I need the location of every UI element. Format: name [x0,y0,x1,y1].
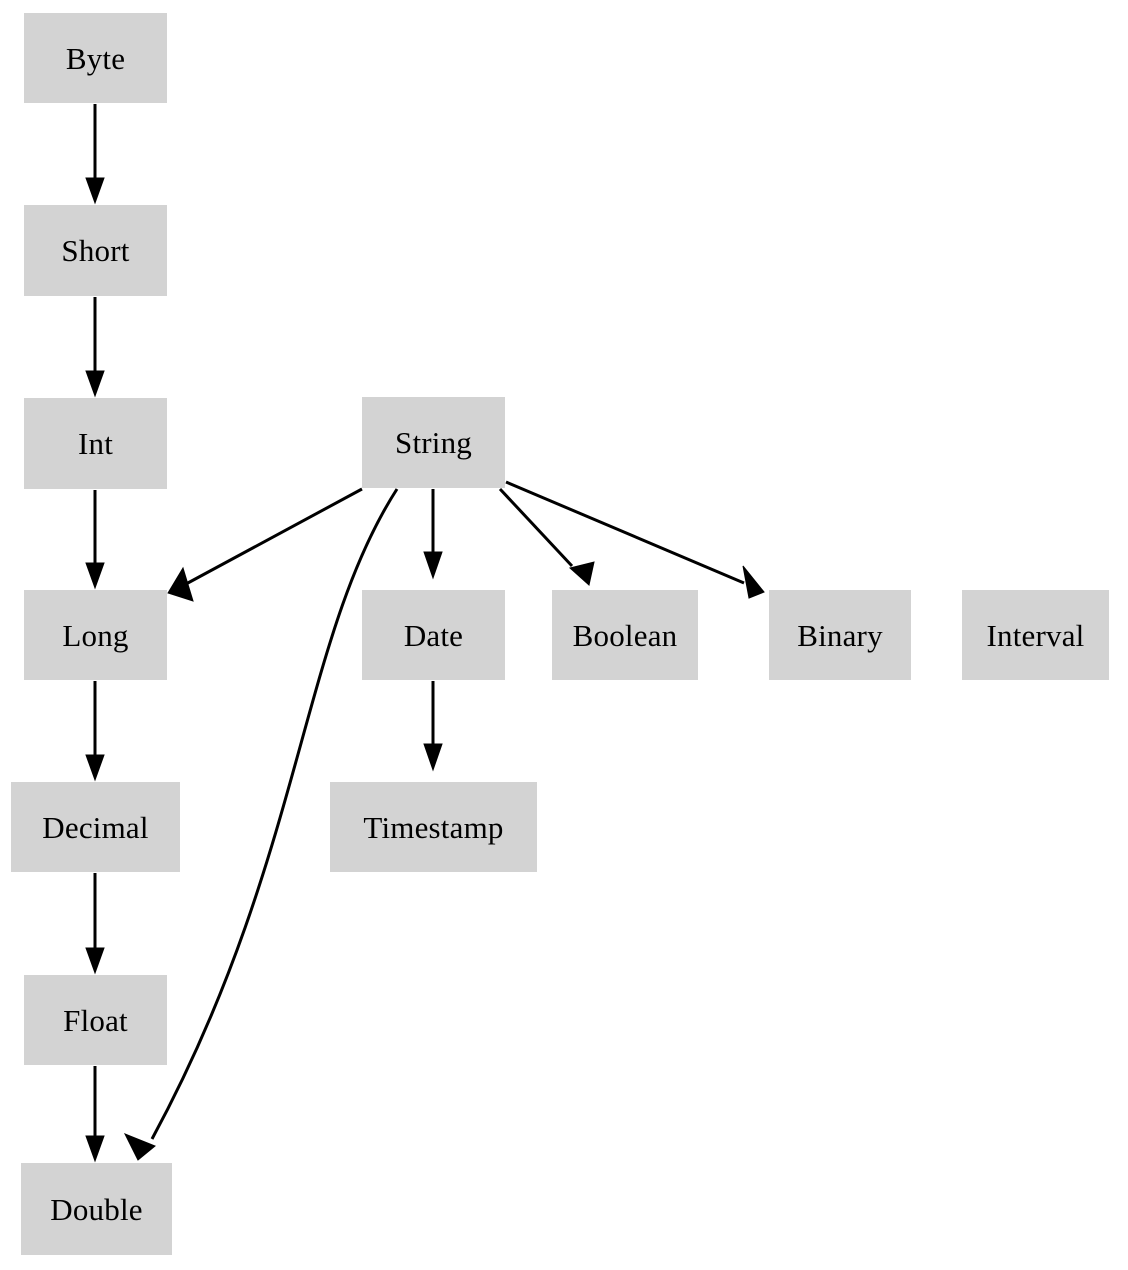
node-float[interactable]: Float [24,975,167,1065]
node-label-double: Double [50,1191,143,1227]
node-short[interactable]: Short [24,205,167,296]
node-label-short: Short [61,233,130,268]
node-label-timestamp: Timestamp [363,809,504,845]
node-label-long: Long [62,617,129,653]
node-timestamp[interactable]: Timestamp [330,782,537,872]
node-double[interactable]: Double [21,1163,172,1255]
node-label-string: String [395,425,472,460]
node-label-float: Float [63,1002,128,1038]
node-label-byte: Byte [65,40,126,76]
node-label-binary: Binary [797,617,883,653]
node-label-int: Int [77,426,114,461]
node-long[interactable]: Long [24,590,167,680]
node-label-date: Date [403,617,464,653]
node-label-boolean: Boolean [572,617,678,653]
node-boolean[interactable]: Boolean [552,590,698,680]
node-label-decimal: Decimal [42,809,149,845]
node-int[interactable]: Int [24,398,167,489]
node-label-interval: Interval [986,617,1085,653]
node-interval[interactable]: Interval [962,590,1109,680]
node-binary[interactable]: Binary [769,590,911,680]
node-date[interactable]: Date [362,590,505,680]
node-string[interactable]: String [362,397,505,488]
node-decimal[interactable]: Decimal [11,782,180,872]
node-byte[interactable]: Byte [24,13,167,103]
